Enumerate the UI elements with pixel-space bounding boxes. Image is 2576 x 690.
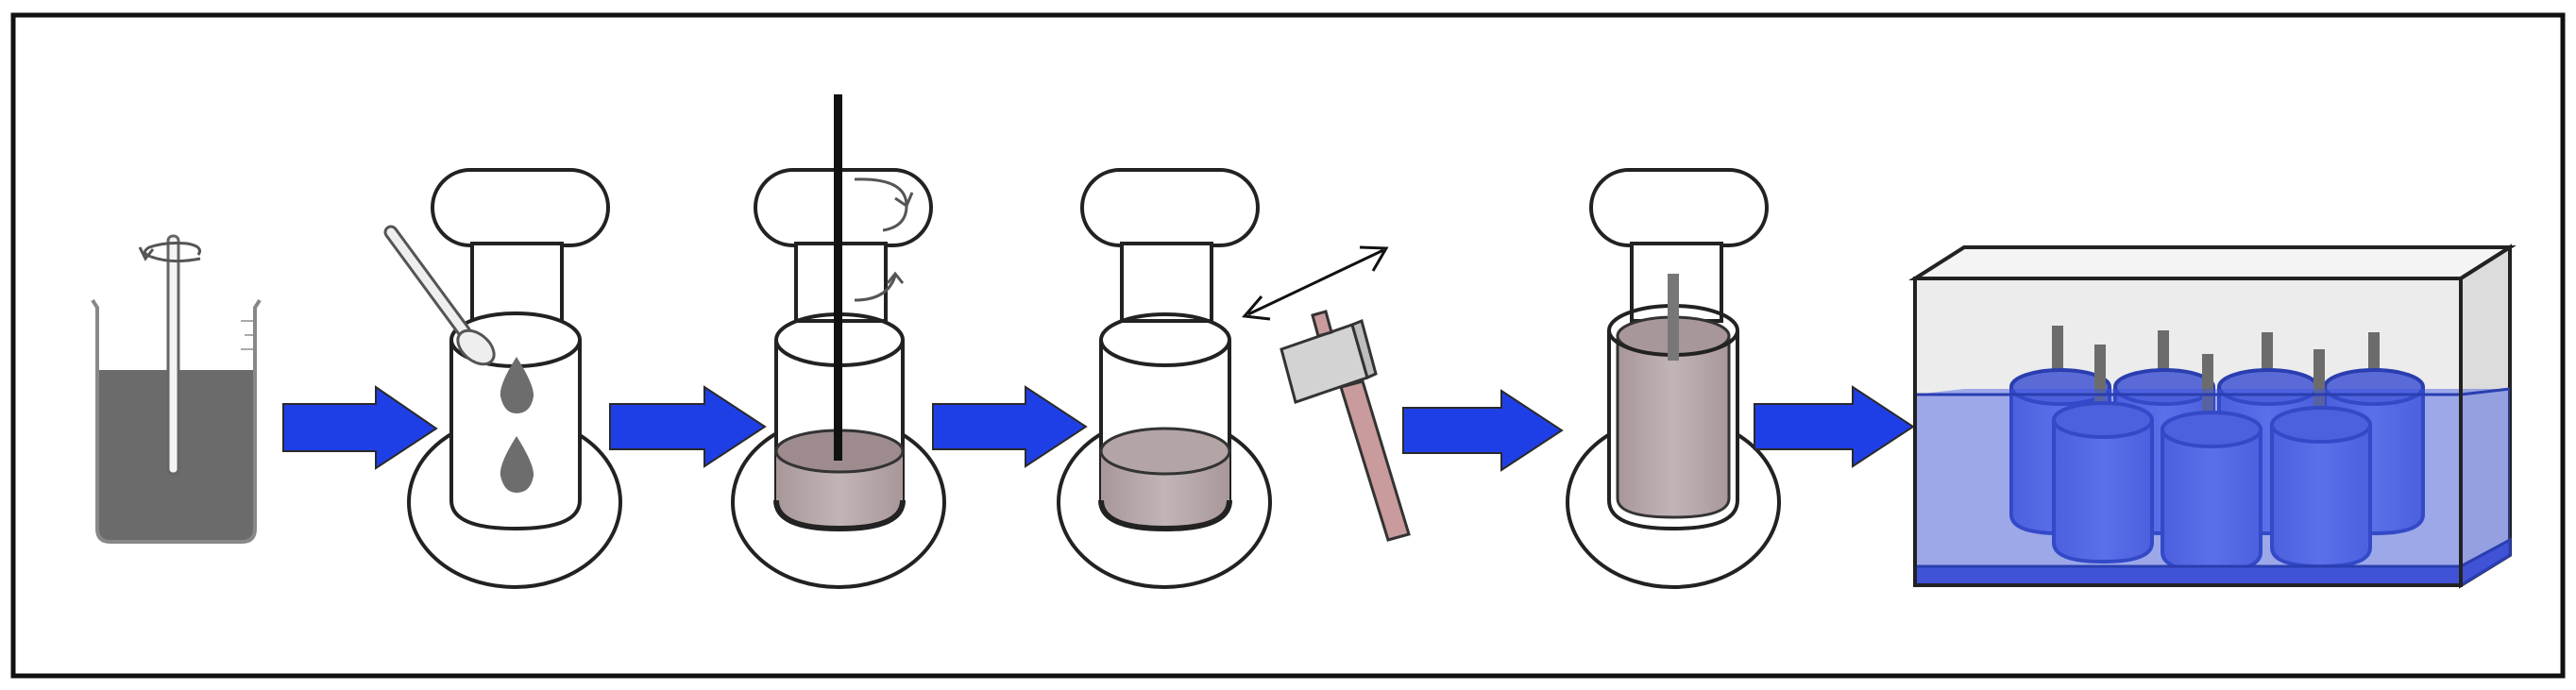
mold-with-stirring-rod-icon [731, 94, 946, 589]
compacted-specimen-icon [1566, 168, 1781, 589]
water-surface [1913, 387, 2512, 587]
process-arrow-icon [1754, 385, 1915, 468]
hammer-icon [1280, 310, 1411, 542]
rotation-arrow-icon [138, 242, 201, 263]
rotation-arrow-icon [854, 177, 914, 302]
specimen-cylinder-icon [2270, 406, 2372, 569]
process-arrow-icon [932, 385, 1088, 468]
dropper-icon [383, 225, 496, 366]
process-arrow-icon [282, 385, 438, 470]
rod-icon [1668, 274, 1679, 361]
process-arrow-icon [609, 385, 767, 468]
beaker-icon [91, 234, 262, 544]
specimen-cylinder-icon [2052, 401, 2154, 564]
mold-with-sample-icon [1057, 168, 1272, 589]
drop-icon [500, 357, 534, 413]
stir-rod-icon [834, 94, 842, 461]
double-arrow-icon [1242, 245, 1389, 321]
stir-rod-icon [166, 234, 180, 476]
water-bath-icon [1908, 244, 2517, 589]
process-arrow-icon [1402, 389, 1564, 472]
mold-with-dropper-icon [383, 168, 622, 589]
drop-icon [500, 436, 534, 493]
